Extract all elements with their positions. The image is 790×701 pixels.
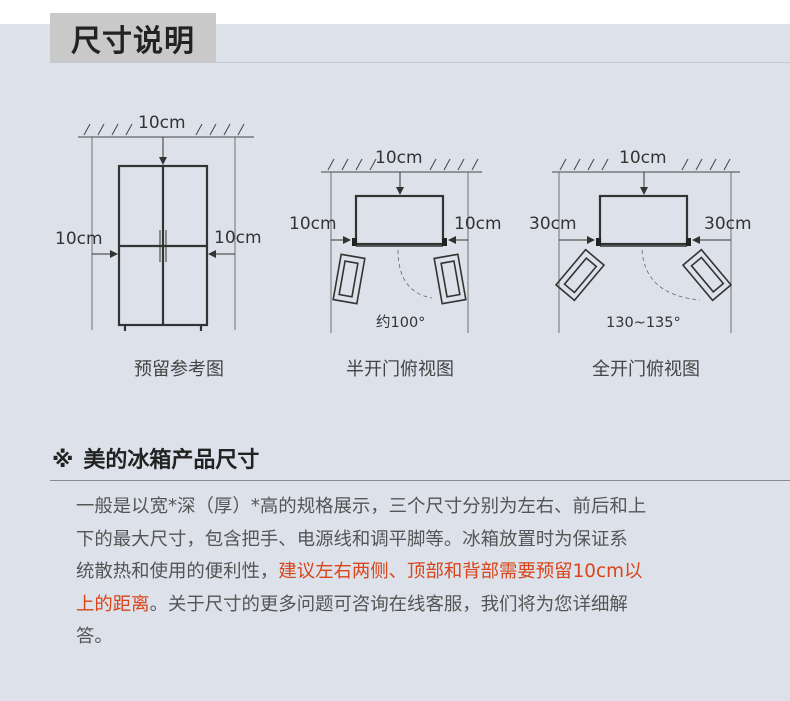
reference-mark-icon: ※ (52, 448, 74, 473)
section-title: 尺寸说明 (50, 13, 216, 63)
wall-hatch (78, 123, 254, 138)
description-line: 上的距离。关于尺寸的更多问题可咨询在线客服，我们将为您详细解 (76, 589, 760, 622)
swing-arc (397, 249, 433, 299)
description-line: 答。 (76, 626, 113, 647)
title-divider (50, 62, 790, 63)
full-angle-label: 130~135° (606, 315, 681, 331)
ref-left-label: 10cm (55, 229, 103, 249)
wall-hatch (552, 158, 740, 173)
diagram-half-open: 10cm 10cm 10cm 约100° (289, 148, 502, 333)
fridge-top (354, 194, 445, 246)
product-heading: ※ 美的冰箱产品尺寸 (52, 442, 259, 474)
product-heading-text: 美的冰箱产品尺寸 (83, 448, 260, 473)
diagram-full-open: 10cm 30cm 30cm 130~135° (529, 148, 752, 333)
description-text: 。关于尺寸的更多问题可咨询在线客服，我们将为您详细解 (149, 593, 628, 615)
half-left-label: 10cm (289, 214, 337, 234)
caption-half-open: 半开门俯视图 (346, 359, 454, 380)
diagram-reference: 10cm 10cm 10cm (55, 113, 262, 331)
fridge-top (598, 194, 689, 246)
description-text: 统散热和使用的便利性， (76, 561, 279, 582)
half-doors (332, 245, 467, 305)
product-description: 一般是以宽*深（厚）*高的规格展示，三个尺寸分别为左右、前后和上 下的最大尺寸，… (76, 491, 760, 654)
ref-right-label: 10cm (214, 228, 262, 248)
hinge-marks (352, 238, 447, 246)
size-diagrams: 10cm 10cm 10cm (55, 113, 752, 333)
full-right-label: 30cm (704, 214, 752, 234)
description-line: 下的最大尺寸，包含把手、电源线和调平脚等。冰箱放置时为保证系 (76, 528, 628, 550)
clearance-highlight: 建议左右两侧、顶部和背部需要预留10cm以 (278, 561, 643, 582)
hinge-marks (596, 238, 691, 246)
full-left-label: 30cm (529, 214, 577, 234)
half-top-label: 10cm (375, 148, 423, 168)
fridge-handles (159, 230, 167, 262)
heading-divider (50, 480, 790, 481)
full-doors (554, 245, 733, 302)
full-top-label: 10cm (619, 148, 667, 168)
wall-hatch (321, 158, 482, 173)
description-line: 统散热和使用的便利性，建议左右两侧、顶部和背部需要预留10cm以 (76, 556, 760, 589)
clearance-highlight: 上的距离 (76, 593, 150, 615)
caption-reference: 预留参考图 (134, 359, 224, 380)
ref-top-label: 10cm (138, 113, 186, 133)
fridge-front (117, 164, 209, 331)
half-right-label: 10cm (454, 214, 502, 234)
caption-full-open: 全开门俯视图 (592, 359, 700, 380)
swing-arc (641, 249, 701, 301)
half-angle-label: 约100° (376, 314, 425, 331)
description-line: 一般是以宽*深（厚）*高的规格展示，三个尺寸分别为左右、前后和上 (76, 496, 647, 517)
